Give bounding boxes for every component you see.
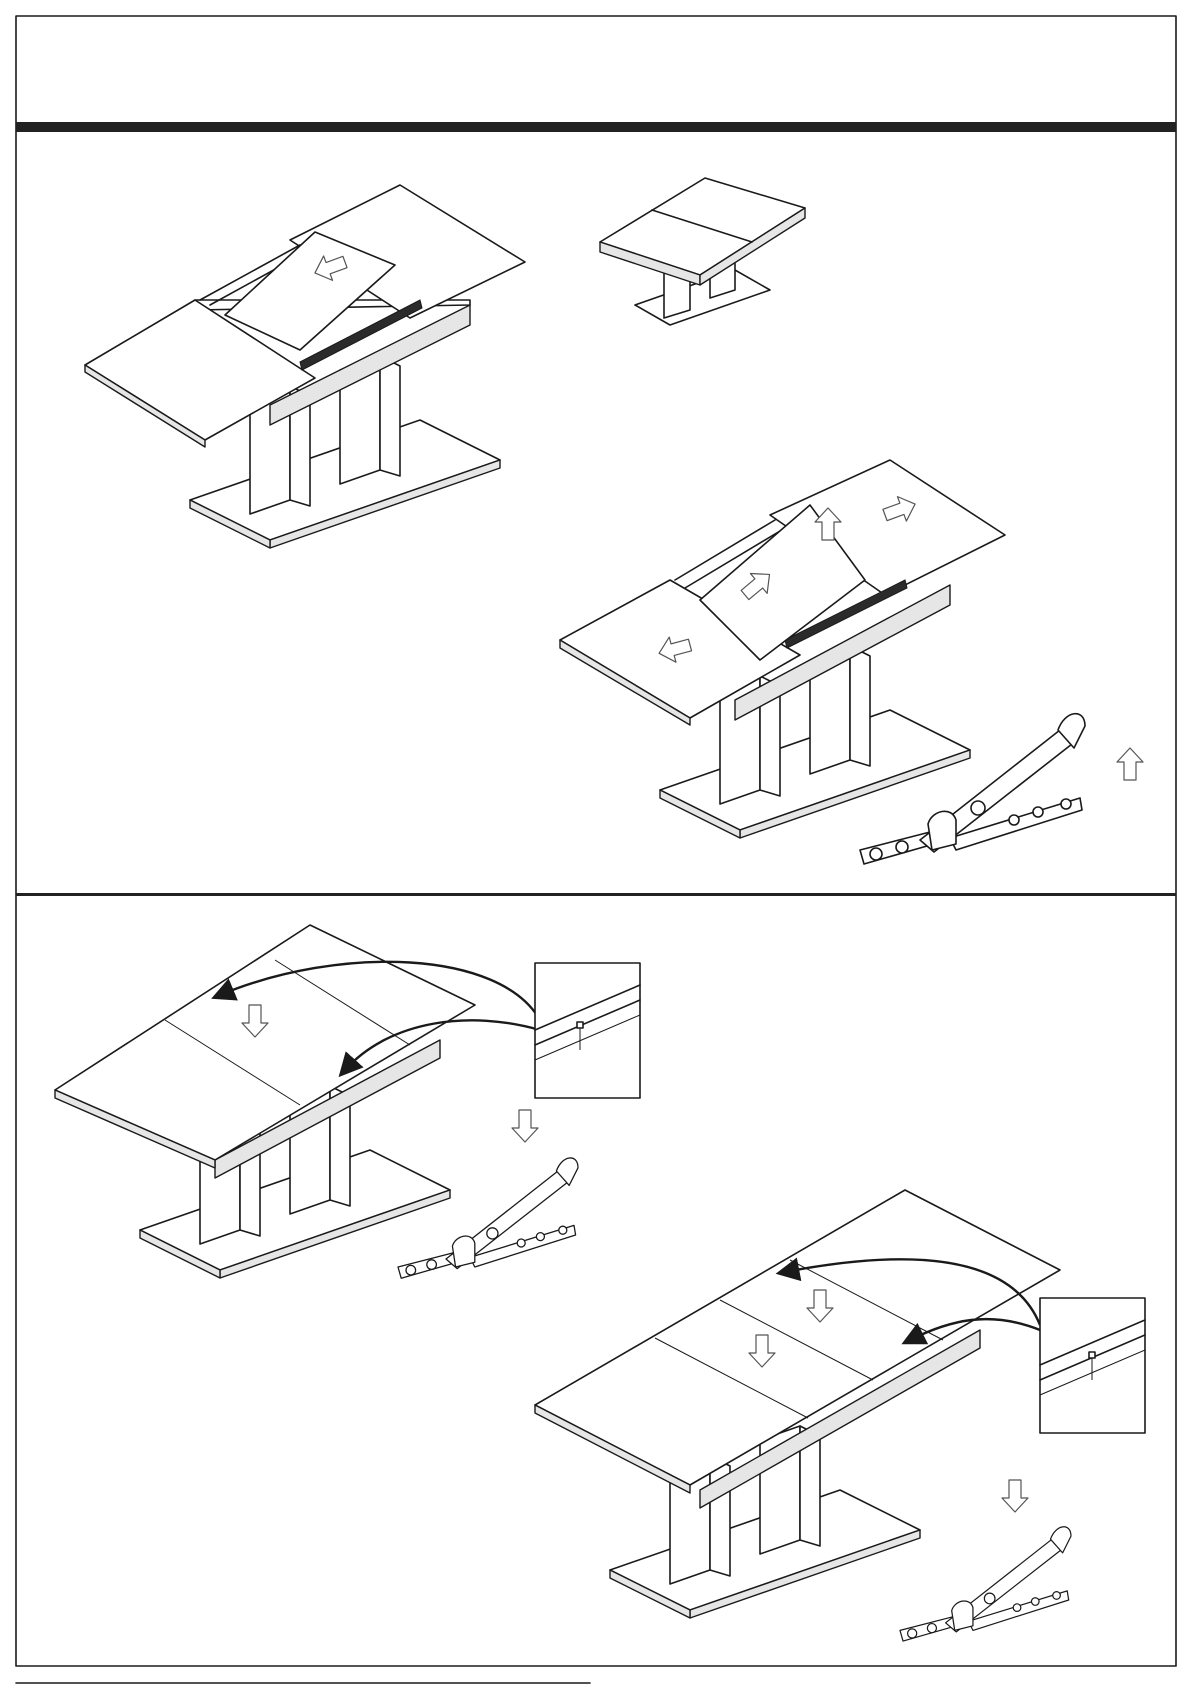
table-open-leaf-sliding (85, 185, 525, 548)
header-rule (16, 122, 1176, 132)
detail-alignment-2 (1040, 1298, 1145, 1433)
table-closed (600, 178, 805, 325)
section-divider (16, 893, 1176, 896)
table-open-leaf-lifting (560, 460, 1005, 838)
table-one-leaf-inserted (55, 925, 540, 1278)
detail-alignment-1 (535, 963, 640, 1098)
table-two-leaves-inserted (535, 1190, 1060, 1618)
hinge-closing-2 (900, 1480, 1071, 1641)
